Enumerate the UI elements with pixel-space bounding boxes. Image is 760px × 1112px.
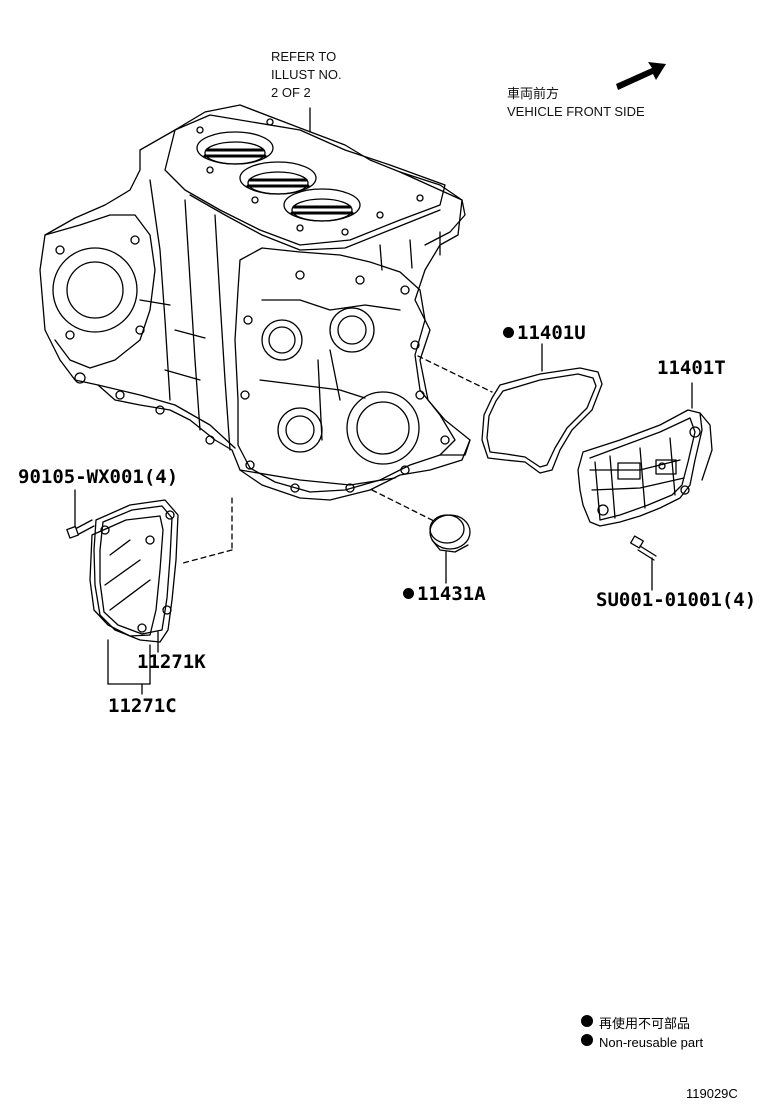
dashed-leaders [182,355,493,564]
part-number: 11271K [137,651,206,673]
vehicle-front-en: VEHICLE FRONT SIDE [507,104,645,119]
non-reusable-dot-icon [581,1015,593,1027]
part-label-11431a[interactable]: 11431A [403,583,486,605]
cylinder-block [39,104,471,501]
vehicle-front-label: 車両前方 VEHICLE FRONT SIDE [507,85,645,121]
part-number: SU001-01001(4) [596,589,757,611]
non-reusable-dot-icon [403,588,414,599]
part-number: 11401T [657,357,726,379]
part-label-11271k[interactable]: 11271K [137,651,206,673]
side-plate-assembly [89,499,179,643]
part-label-su001[interactable]: SU001-01001(4) [596,589,756,611]
legend-jp-text: 再使用不可部品 [599,1016,691,1031]
legend-row-jp: 再使用不可部品 [581,1013,690,1032]
refer-note: REFER TO ILLUST NO. 2 OF 2 [271,48,342,102]
part-number: 11271C [108,695,177,717]
plate-bracket-leaders [107,631,159,695]
legend-en-text: Non-reusable part [599,1035,704,1050]
part-number: 90105-WX001(4) [18,466,179,488]
expansion-plug [429,514,471,553]
non-reusable-dot-icon [581,1034,593,1046]
figure-id: 119029C [686,1086,738,1101]
non-reusable-dot-icon [503,327,514,338]
part-label-11271c[interactable]: 11271C [108,695,177,717]
cover-bolt [630,535,657,561]
part-label-11401u[interactable]: 11401U [503,322,586,344]
part-number: 11431A [417,583,486,605]
plate-bolt [66,519,95,539]
part-label-90105[interactable]: 90105-WX001(4) [18,466,178,488]
refer-note-line-3: 2 OF 2 [271,85,311,100]
part-label-11401t[interactable]: 11401T [657,357,726,379]
front-direction-arrow-icon [616,62,666,90]
timing-cover [577,409,713,527]
timing-cover-gasket [481,367,603,474]
legend-row-en: Non-reusable part [581,1034,703,1050]
part-number: 11401U [517,322,586,344]
vehicle-front-jp: 車両前方 [507,86,560,101]
refer-note-line-1: REFER TO [271,49,337,64]
refer-note-line-2: ILLUST NO. [271,67,342,82]
